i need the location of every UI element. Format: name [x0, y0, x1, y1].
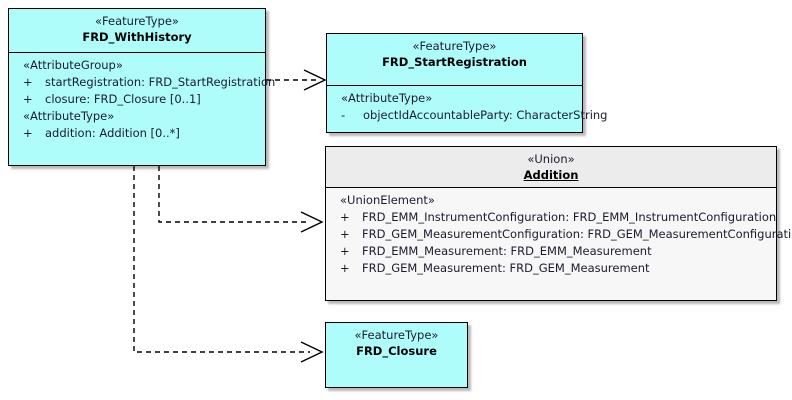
class-stereotype: «Union»	[527, 152, 575, 166]
connector-dep-closure[interactable]	[133, 166, 324, 363]
attribute-row[interactable]: + FRD_EMM_Measurement: FRD_EMM_Measuremen…	[326, 243, 776, 260]
attribute-text: addition: Addition [0..*]	[45, 126, 180, 140]
attribute-row[interactable]: + FRD_GEM_Measurement: FRD_GEM_Measuremen…	[326, 260, 776, 277]
attribute-group-label: «AttributeType»	[341, 91, 433, 105]
visibility-marker: +	[340, 227, 350, 241]
class-box-frd-startregistration[interactable]: «FeatureType» FRD_StartRegistration «Att…	[326, 33, 607, 133]
visibility-marker: +	[340, 210, 350, 224]
attribute-group-label: «AttributeType»	[23, 109, 115, 123]
attribute-row[interactable]: - objectIdAccountableParty: CharacterStri…	[327, 107, 607, 124]
class-header-frd-withhistory: «FeatureType» FRD_WithHistory	[9, 9, 265, 53]
class-header-frd-closure: «FeatureType» FRD_Closure	[326, 323, 467, 385]
attribute-group-label: «AttributeGroup»	[23, 58, 123, 72]
class-stereotype: «FeatureType»	[354, 328, 439, 342]
class-body-frd-startregistration: «AttributeType» - objectIdAccountablePart…	[327, 86, 607, 130]
class-body-frd-withhistory: «AttributeGroup» + startRegistration: FRD…	[9, 53, 275, 163]
visibility-marker: +	[23, 75, 33, 89]
visibility-marker: -	[341, 108, 346, 122]
attribute-row[interactable]: + FRD_GEM_MeasurementConfiguration: FRD_G…	[326, 226, 792, 243]
attribute-text: FRD_GEM_MeasurementConfiguration: FRD_GE…	[362, 227, 792, 241]
class-stereotype: «FeatureType»	[95, 14, 179, 28]
visibility-marker: +	[340, 244, 350, 258]
class-header-addition: «Union» Addition	[326, 147, 776, 188]
attribute-row[interactable]: + startRegistration: FRD_StartRegistratio…	[9, 74, 275, 91]
attribute-text: closure: FRD_Closure [0..1]	[45, 92, 201, 106]
class-box-frd-closure[interactable]: «FeatureType» FRD_Closure	[325, 322, 468, 388]
attribute-row[interactable]: + FRD_EMM_InstrumentConfiguration: FRD_EM…	[326, 209, 776, 226]
attribute-text: FRD_EMM_Measurement: FRD_EMM_Measurement	[362, 244, 652, 258]
visibility-marker: +	[23, 92, 33, 106]
attribute-row[interactable]: + addition: Addition [0..*]	[9, 125, 265, 142]
class-name: FRD_Closure	[356, 344, 437, 358]
class-box-frd-withhistory[interactable]: «FeatureType» FRD_WithHistory «Attribute…	[8, 8, 275, 166]
attribute-row[interactable]: + closure: FRD_Closure [0..1]	[9, 91, 265, 108]
connector-dep-addition[interactable]	[158, 166, 324, 233]
class-stereotype: «FeatureType»	[412, 39, 497, 53]
class-name: Addition	[523, 168, 579, 182]
class-body-addition: «UnionElement» + FRD_EMM_InstrumentConfig…	[326, 188, 792, 300]
class-header-frd-startregistration: «FeatureType» FRD_StartRegistration	[327, 34, 582, 86]
class-box-addition[interactable]: «Union» Addition «UnionElement» + FRD_EMM…	[325, 146, 792, 301]
class-name: FRD_WithHistory	[82, 30, 192, 44]
visibility-marker: +	[340, 261, 350, 275]
attribute-text: FRD_GEM_Measurement: FRD_GEM_Measurement	[362, 261, 650, 275]
attribute-group-label: «UnionElement»	[340, 193, 435, 207]
attribute-text: objectIdAccountableParty: CharacterStrin…	[363, 108, 608, 122]
class-name: FRD_StartRegistration	[382, 55, 527, 69]
attribute-text: FRD_EMM_InstrumentConfiguration: FRD_EMM…	[362, 210, 777, 224]
visibility-marker: +	[23, 126, 33, 140]
attribute-text: startRegistration: FRD_StartRegistration	[45, 75, 276, 89]
